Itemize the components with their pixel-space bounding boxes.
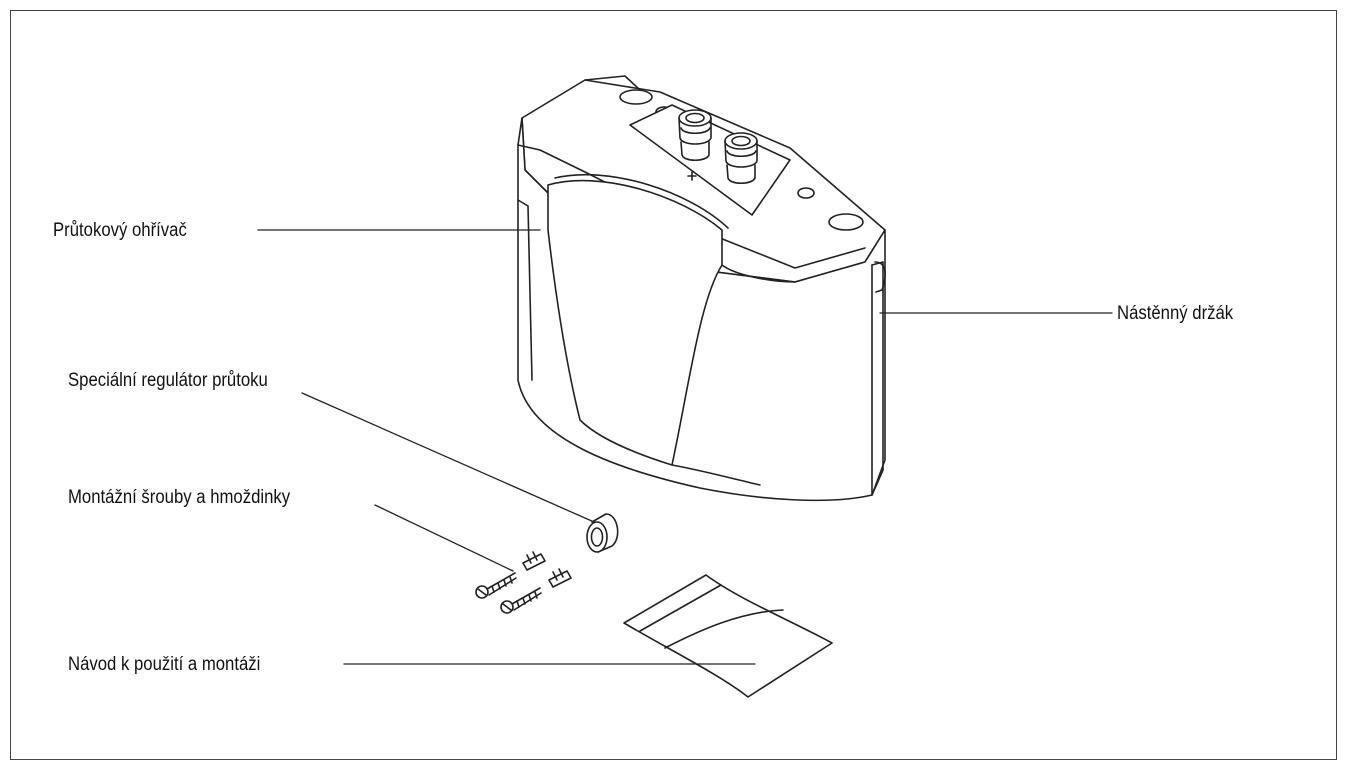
label-screws: Montážní šrouby a hmoždinky bbox=[68, 487, 291, 508]
leader-line-screws bbox=[374, 504, 514, 572]
screws-and-dowels-drawing bbox=[475, 551, 572, 614]
manual-booklet-drawing bbox=[623, 574, 833, 698]
label-wall-bracket: Nástěnný držák bbox=[1117, 303, 1234, 324]
leader-line-flow-regulator bbox=[301, 392, 595, 523]
diagram-frame bbox=[10, 10, 1337, 760]
water-heater-drawing bbox=[517, 75, 886, 502]
label-flow-regulator: Speciální regulátor průtoku bbox=[68, 370, 268, 391]
leader-lines bbox=[257, 229, 1113, 665]
flow-regulator-drawing bbox=[586, 513, 619, 553]
label-manual: Návod k použití a montáži bbox=[68, 654, 261, 675]
label-heater: Průtokový ohřívač bbox=[53, 220, 187, 241]
